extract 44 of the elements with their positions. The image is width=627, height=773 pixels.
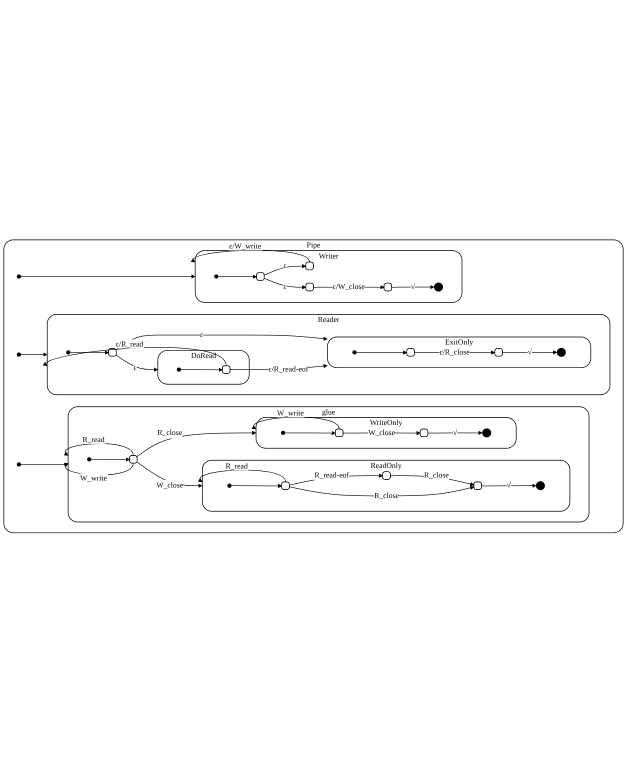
edge-label: ε/R_read — [116, 340, 144, 349]
arrow — [356, 350, 408, 355]
node-circle — [87, 457, 92, 462]
edge-label: W_write — [80, 474, 107, 483]
edge-label: ε/W_write — [229, 242, 262, 251]
arrow — [20, 274, 196, 279]
node-circle — [176, 368, 182, 372]
node-circle — [280, 430, 286, 436]
node-circle — [352, 350, 357, 355]
edge-label: R_read — [82, 435, 105, 444]
arrow — [90, 458, 130, 462]
cluster — [256, 417, 517, 449]
edge-label: R_read — [226, 461, 248, 470]
node-circle — [16, 462, 22, 467]
arrow — [180, 368, 223, 372]
arrow — [70, 350, 109, 355]
arrow — [218, 274, 257, 279]
node-circle — [214, 274, 218, 279]
arrow — [392, 285, 434, 290]
node-bullseye — [556, 348, 566, 358]
transition-arrow — [44, 347, 227, 366]
arrow — [428, 430, 483, 436]
arrow — [231, 484, 282, 488]
transition-arrow — [198, 470, 286, 482]
arrow — [284, 431, 336, 436]
node-circle — [16, 274, 22, 279]
arrow — [264, 264, 306, 276]
arrow — [482, 484, 536, 488]
cluster — [46, 314, 610, 396]
cluster — [157, 350, 250, 385]
node-circle — [227, 484, 232, 488]
arrow — [136, 430, 256, 457]
arrow — [20, 352, 48, 357]
arrow — [502, 350, 558, 355]
transition-arrow — [64, 444, 134, 456]
node-bullseye — [434, 282, 444, 292]
cluster — [327, 336, 592, 368]
arrow — [116, 354, 158, 372]
node-circle — [66, 350, 70, 355]
arrow — [20, 462, 68, 467]
edge-label: W_write — [277, 408, 304, 418]
node-circle — [16, 352, 22, 357]
cluster — [194, 250, 462, 303]
arrow — [264, 278, 306, 290]
